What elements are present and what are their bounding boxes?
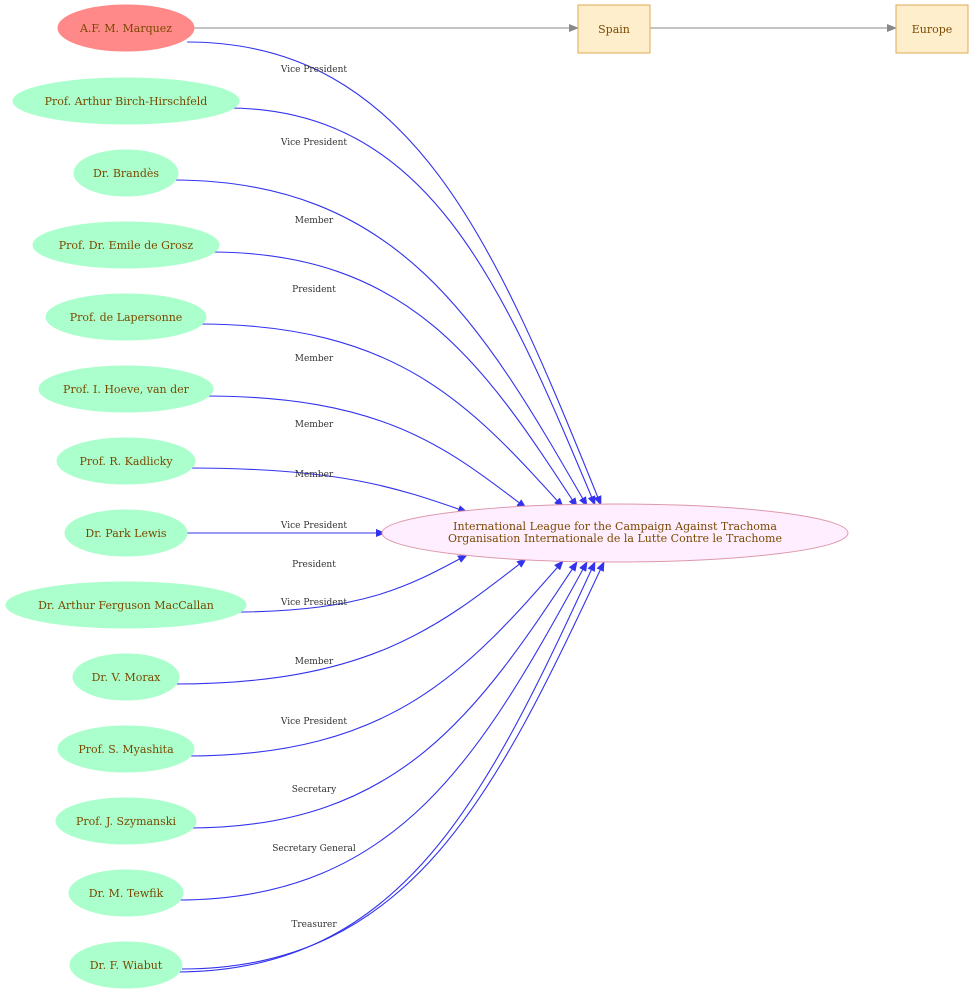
person-ellipse [72,653,180,701]
person-node-dr-m-tewfik[interactable]: Dr. M. Tewfik [68,869,184,917]
membership-edge: Member [197,323,564,508]
person-ellipse [68,869,184,917]
person-label: Prof. R. Kadlicky [79,455,173,468]
edge-role-label: Member [295,354,334,364]
organization-name-fr: Organisation Internationale de la Lutte … [448,532,782,545]
person-label: Prof. Dr. Emile de Grosz [59,239,194,252]
person-node-prof-i-hoeve-van-der[interactable]: Prof. I. Hoeve, van der [38,365,214,413]
person-node-prof-de-lapersonne[interactable]: Prof. de Lapersonne [45,293,207,341]
person-ellipse [5,581,247,629]
person-label: Dr. F. Wiabut [90,959,163,972]
membership-edge: Member [172,179,588,507]
membership-edge-line [177,561,588,901]
membership-edge-line [188,561,578,829]
edge-role-label: Vice President [280,65,348,75]
person-ellipse [73,149,179,197]
membership-edge-line [173,558,527,685]
person-ellipse [32,221,220,269]
membership-edge: Vice President [187,41,602,506]
membership-edge-line [176,561,596,973]
membership-edge-line [172,179,588,507]
membership-edge-line [187,560,564,757]
membership-edge-line [209,251,578,508]
edge-role-label: Member [295,420,334,430]
membership-edge-line [233,554,468,613]
person-node-prof-s-myashita[interactable]: Prof. S. Myashita [57,725,195,773]
membership-edge: Member [187,560,564,757]
person-ellipse [45,293,207,341]
location-label: Spain [598,23,630,36]
person-node-dr-park-lewis[interactable]: Dr. Park Lewis [64,509,188,557]
person-node-a-f-m-marquez[interactable]: A.F. M. Marquez [57,4,195,52]
membership-edge-line [188,467,468,513]
person-node-prof-dr-emile-de-grosz[interactable]: Prof. Dr. Emile de Grosz [32,221,220,269]
person-node-prof-arthur-birch-hirschfeld[interactable]: Prof. Arthur Birch-Hirschfeld [12,77,240,125]
person-node-prof-j-szymanski[interactable]: Prof. J. Szymanski [55,797,197,845]
person-ellipse [38,365,214,413]
membership-edge-line [227,107,596,506]
person-ellipse [12,77,240,125]
membership-edge-line [187,41,602,506]
edge-role-label: Vice President [280,521,348,531]
person-ellipse [56,437,196,485]
person-label: Prof. J. Szymanski [76,815,176,828]
edge-role-label: President [292,560,336,570]
location-node-spain[interactable]: Spain [577,4,651,54]
person-label: Dr. V. Morax [92,671,162,684]
edge-role-label: President [292,285,336,295]
location-label: Europe [912,23,953,36]
person-label: Dr. Park Lewis [85,527,166,540]
person-label: Prof. S. Myashita [78,743,174,756]
person-ellipse [64,509,188,557]
membership-edge: Vice President [173,558,527,685]
membership-edge: Treasurer [181,561,605,970]
membership-edge-line [181,561,605,970]
edge-role-label: Member [295,470,334,480]
person-node-prof-r-kadlicky[interactable]: Prof. R. Kadlicky [56,437,196,485]
edge-role-label: Secretary General [272,844,356,854]
organization-ellipse [381,503,849,563]
edge-role-label: Vice President [280,717,348,727]
edge-role-label: Secretary [292,785,337,795]
membership-edge: Vice President [187,521,386,537]
person-label: Dr. Brandès [93,167,159,180]
membership-edge-line [197,323,564,508]
person-label: A.F. M. Marquez [79,22,172,35]
person-label: Dr. Arthur Ferguson MacCallan [38,599,214,612]
location-node-europe[interactable]: Europe [895,4,969,54]
edge-role-label: Member [295,657,334,667]
person-node-dr-v-morax[interactable]: Dr. V. Morax [72,653,180,701]
person-label: Dr. M. Tewfik [89,887,164,900]
person-node-dr-arthur-ferguson-maccallan[interactable]: Dr. Arthur Ferguson MacCallan [5,581,247,629]
person-node-dr-f-wiabut[interactable]: Dr. F. Wiabut [69,941,183,989]
edge-role-label: Member [295,216,334,226]
organization-name-en: International League for the Campaign Ag… [453,520,777,533]
edge-role-label: Treasurer [291,920,337,930]
membership-edge: Secretary General [176,561,596,973]
person-ellipse [57,725,195,773]
organization-node[interactable]: International League for the Campaign Ag… [381,503,849,563]
membership-edge: Member [188,467,468,513]
membership-edge: Secretary [177,561,588,901]
person-label: Prof. de Lapersonne [70,311,183,324]
membership-edge: Member [204,395,527,509]
membership-edge: Vice President [188,561,578,829]
membership-edge: Vice President [227,107,596,506]
location-box [895,4,969,54]
membership-edge-line [204,395,527,509]
person-label: Prof. I. Hoeve, van der [63,383,190,396]
membership-edge: President [209,251,578,508]
location-box [577,4,651,54]
person-ellipse [55,797,197,845]
person-ellipse [69,941,183,989]
membership-edge: President [233,554,468,613]
edge-role-label: Vice President [280,138,348,148]
person-node-dr-brandes[interactable]: Dr. Brandès [73,149,179,197]
person-ellipse [57,4,195,52]
edge-role-label: Vice President [280,598,348,608]
person-label: Prof. Arthur Birch-Hirschfeld [45,95,208,108]
